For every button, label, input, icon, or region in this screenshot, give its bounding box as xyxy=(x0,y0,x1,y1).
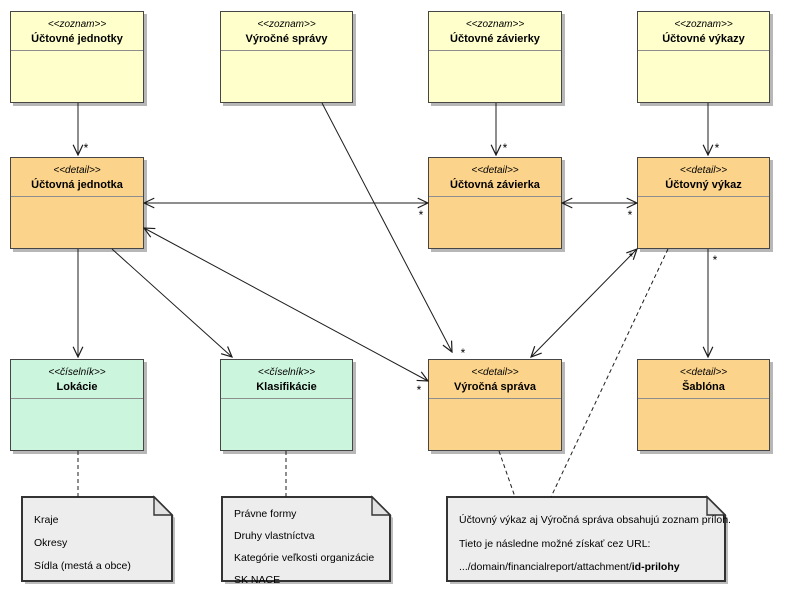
class-box-uctovna-zavierka: <<detail>> Účtovná závierka xyxy=(428,157,562,249)
stereotype-label: <<číselník>> xyxy=(48,367,106,378)
stereotype-label: <<číselník>> xyxy=(257,367,316,378)
note-line: Okresy xyxy=(34,532,170,555)
class-name-label: Účtovné výkazy xyxy=(662,33,745,45)
stereotype-label: <<zoznam>> xyxy=(47,19,107,30)
class-box-vyrocna-sprava: <<detail>> Výročná správa xyxy=(428,359,562,451)
edge-vyrocna-sprava--uctovny-vykaz xyxy=(531,249,637,357)
note-line: .../domain/financialreport/attachment/id… xyxy=(459,556,723,580)
class-box-header: <<zoznam>> Výročné správy xyxy=(221,12,352,51)
class-box-uctovne-jednotky: <<zoznam>> Účtovné jednotky xyxy=(10,11,144,103)
note-text-segment: Právne formy xyxy=(234,508,297,520)
stereotype-label: <<zoznam>> xyxy=(257,19,316,30)
stereotype-label: <<detail>> xyxy=(471,165,519,176)
class-box-vyrocne-spravy: <<zoznam>> Výročné správy xyxy=(220,11,353,103)
class-box-header: <<detail>> Výročná správa xyxy=(429,360,561,399)
note-line: SK NACE xyxy=(234,569,388,591)
class-box-header: <<zoznam>> Účtovné výkazy xyxy=(638,12,769,51)
class-box-lokacie: <<číselník>> Lokácie xyxy=(10,359,144,451)
edge-vyrocna-sprava--note-prilohy xyxy=(498,450,516,498)
class-box-header: <<zoznam>> Účtovné závierky xyxy=(429,12,561,51)
class-name-label: Účtovný výkaz xyxy=(665,179,742,191)
class-box-header: <<číselník>> Klasifikácie xyxy=(221,360,352,399)
edge-lines-group: * * * * * * * * * xyxy=(78,102,720,498)
class-box-header: <<detail>> Účtovný výkaz xyxy=(638,158,769,197)
class-name-label: Účtovná jednotka xyxy=(31,179,123,191)
multiplicity-label: * xyxy=(713,253,718,267)
class-name-label: Výročné správy xyxy=(245,33,328,45)
note-line: Právne formy xyxy=(234,503,388,525)
class-box-header: <<detail>> Účtovná jednotka xyxy=(11,158,143,197)
stereotype-label: <<zoznam>> xyxy=(674,19,733,30)
note-text-note-prilohy: Účtovný výkaz aj Výročná správa obsahujú… xyxy=(449,499,731,580)
class-box-uctovne-vykazy: <<zoznam>> Účtovné výkazy xyxy=(637,11,770,103)
note-text-segment: Sídla (mestá a obce) xyxy=(34,560,131,572)
class-name-label: Účtovné závierky xyxy=(450,33,540,45)
multiplicity-label: * xyxy=(461,346,466,360)
class-box-header: <<zoznam>> Účtovné jednotky xyxy=(11,12,143,51)
multiplicity-label: * xyxy=(629,250,634,264)
stereotype-label: <<detail>> xyxy=(679,165,728,176)
multiplicity-label: * xyxy=(628,208,633,222)
class-name-label: Výročná správa xyxy=(454,381,536,393)
stereotype-label: <<detail>> xyxy=(53,165,101,176)
stereotype-label: <<zoznam>> xyxy=(465,19,525,30)
class-name-label: Lokácie xyxy=(56,381,98,393)
multiplicity-label: * xyxy=(715,141,720,155)
class-box-uctovny-vykaz: <<detail>> Účtovný výkaz xyxy=(637,157,770,249)
class-name-label: Účtovné jednotky xyxy=(31,33,123,45)
multiplicity-label: * xyxy=(419,208,424,222)
note-line: Sídla (mestá a obce) xyxy=(34,555,170,578)
note-text-segment-bold: id-prilohy xyxy=(631,561,680,573)
note-text-segment: Druhy vlastníctva xyxy=(234,530,315,542)
multiplicity-label: * xyxy=(84,141,89,155)
note-line: Kraje xyxy=(34,509,170,532)
multiplicity-label: * xyxy=(503,141,508,155)
class-box-header: <<číselník>> Lokácie xyxy=(11,360,143,399)
class-box-header: <<detail>> Šablóna xyxy=(638,360,769,399)
note-text-segment: Tieto je následne možné získať cez URL: xyxy=(459,537,651,550)
class-name-label: Klasifikácie xyxy=(256,381,317,393)
class-name-label: Šablóna xyxy=(682,381,725,393)
note-text-segment: Kraje xyxy=(34,514,59,526)
class-box-klasifikacie: <<číselník>> Klasifikácie xyxy=(220,359,353,451)
class-name-label: Účtovná závierka xyxy=(450,179,540,191)
stereotype-label: <<detail>> xyxy=(471,367,519,378)
note-line: Druhy vlastníctva xyxy=(234,525,388,547)
note-text-segment: .../domain/financialreport/attachment/ xyxy=(459,561,632,573)
stereotype-label: <<detail>> xyxy=(679,367,728,378)
note-text-segment: Účtovný výkaz aj Výročná správa obsahujú… xyxy=(459,514,731,526)
note-text-segment: Kategórie veľkosti organizácie xyxy=(234,552,375,564)
note-line: Kategórie veľkosti organizácie xyxy=(234,547,388,569)
class-box-uctovna-jednotka: <<detail>> Účtovná jednotka xyxy=(10,157,144,249)
class-box-header: <<detail>> Účtovná závierka xyxy=(429,158,561,197)
note-text-segment: Okresy xyxy=(34,537,68,549)
class-box-sablona: <<detail>> Šablóna xyxy=(637,359,770,451)
class-box-uctovne-zavierky: <<zoznam>> Účtovné závierky xyxy=(428,11,562,103)
edge-uctovna-jednotka--klasifikacie xyxy=(111,248,232,357)
multiplicity-label: * xyxy=(417,383,422,397)
note-line: Účtovný výkaz aj Výročná správa obsahujú… xyxy=(459,509,731,533)
note-text-segment: SK NACE xyxy=(234,574,281,586)
note-line: Tieto je následne možné získať cez URL: xyxy=(459,533,723,557)
